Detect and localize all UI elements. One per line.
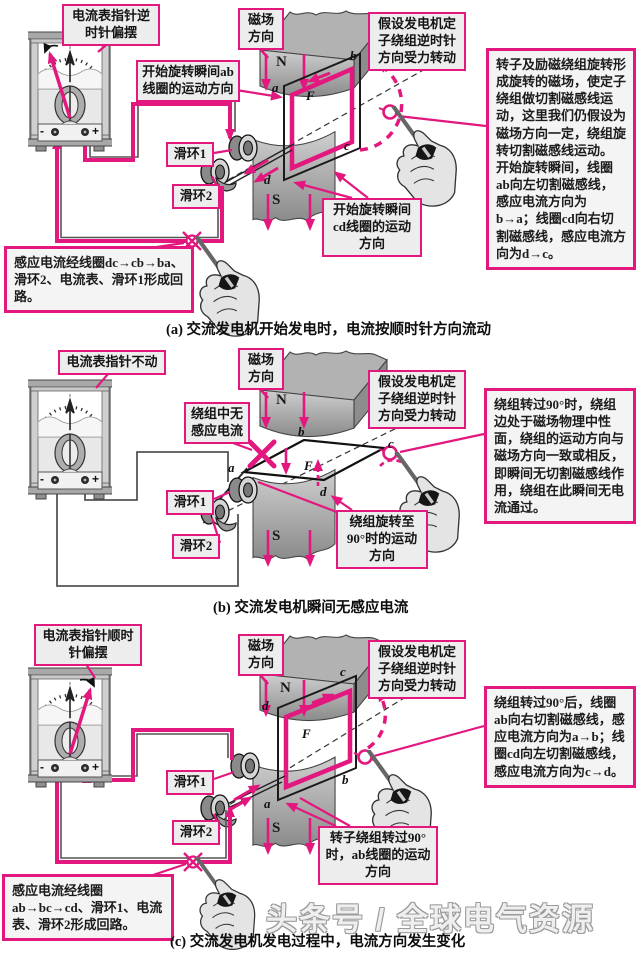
current-loop-note-c: 感应电流经线圈ab→bc→cd、滑环1、电流表、滑环2形成回路。 xyxy=(2,874,174,942)
rotor-motion-label-c: 转子绕组转过90°时，ab线圈的运动方向 xyxy=(318,826,438,885)
caption-b: (b) 交流发电机瞬间无感应电流 xyxy=(213,600,409,616)
pole-n-c: N xyxy=(280,680,291,696)
coil-horizontal-b xyxy=(240,438,388,482)
field-arrows-b xyxy=(255,383,315,567)
ammeter-deflection-label-c: 电流表指针顺时针偏摆 xyxy=(34,624,142,666)
terminal-minus-b: - xyxy=(40,472,44,486)
explanation-note-a: 转子及励磁绕组旋转形成旋转的磁场，使定子绕组做切割磁感线运动，这里我们仍假设为磁… xyxy=(486,48,636,270)
assume-rotation-label-a: 假设发电机定子绕组逆时针方向受力转动 xyxy=(368,12,466,71)
brush-b xyxy=(215,516,237,532)
ab-motion-label-a: 开始旋转瞬间ab线圈的运动方向 xyxy=(136,60,240,102)
field-direction-label-b: 磁场方向 xyxy=(238,348,284,390)
panel-b-art xyxy=(28,350,485,587)
coil-point-b-c: b xyxy=(342,772,349,787)
rotation-axis-c xyxy=(197,675,441,825)
motion-90-label-b: 绕组旋转至90°时的运动方向 xyxy=(336,510,428,569)
needle-deflection-cw-c xyxy=(68,687,93,755)
pole-s-c: S xyxy=(272,820,281,836)
coil-point-c-a: c xyxy=(344,138,350,153)
coil-current-arrow-a xyxy=(307,71,331,83)
coil-point-c-b: c xyxy=(388,436,394,451)
coil-point-b-b: b xyxy=(298,424,305,439)
coil-current-arrow-c xyxy=(311,693,335,705)
no-current-x-mark-b xyxy=(247,439,277,469)
coil-point-d-b: d xyxy=(320,484,327,499)
swing-direction-arrow-c xyxy=(79,676,95,688)
swing-direction-arrow-a xyxy=(43,42,59,54)
coil-point-b-a: b xyxy=(350,48,357,63)
field-direction-label-a: 磁场方向 xyxy=(238,8,284,50)
caption-c: (c) 交流发电机发电过程中，电流方向发生变化 xyxy=(170,934,466,950)
coil-point-c-c: c xyxy=(340,664,346,679)
assume-rotation-label-b: 假设发电机定子绕组逆时针方向受力转动 xyxy=(368,370,466,429)
explanation-note-b: 绕组转过90°时，绕组边处于磁场物理中性面，绕组的运动方向与磁场方向一致或相反，… xyxy=(484,388,636,525)
slip-ring-1-label-b: 滑环1 xyxy=(166,490,214,515)
rotation-arrow-b xyxy=(379,458,404,467)
slip-ring-2-label-a: 滑环2 xyxy=(172,184,220,209)
pole-n-b: N xyxy=(276,392,287,408)
terminal-minus-a: - xyxy=(40,124,44,138)
wires-dark-b xyxy=(56,451,239,587)
wires-current-a xyxy=(52,102,235,243)
no-current-label-b: 绕组中无感应电流 xyxy=(184,402,250,444)
ammeter-deflection-label-b: 电流表指针不动 xyxy=(58,350,166,375)
terminal-minus-c: - xyxy=(40,760,44,774)
needle-deflection-ccw-a xyxy=(47,51,72,119)
slip-ring-1-c xyxy=(230,752,260,780)
stator-frame-c xyxy=(277,674,357,802)
rotation-arrow-c xyxy=(366,689,388,750)
slip-ring-1-label-a: 滑环1 xyxy=(166,142,214,167)
force-label-a: F xyxy=(306,88,315,103)
current-loop-note-a: 感应电流经线圈dc→cb→ba、滑环2、电流表、滑环1形成回路。 xyxy=(4,246,194,314)
force-label-c: F xyxy=(302,726,311,741)
pole-n-a: N xyxy=(276,54,287,70)
ammeter-deflection-label-a: 电流表指针逆时针偏摆 xyxy=(62,4,160,46)
rotation-axis-a xyxy=(195,63,435,199)
slip-ring-1-b xyxy=(228,476,258,504)
wires-dark-a xyxy=(60,100,236,239)
terminal-plus-c: + xyxy=(92,760,100,774)
coil-winding-a xyxy=(289,65,355,172)
field-direction-label-c: 磁场方向 xyxy=(238,634,284,676)
slip-ring-1-label-c: 滑环1 xyxy=(166,770,214,795)
shaft-current-arrow-a2 xyxy=(253,166,279,183)
wires-dark-c xyxy=(60,733,229,859)
coil-point-d-c: d xyxy=(262,698,269,713)
pole-s-b: S xyxy=(272,528,281,544)
watermark: 头条号 / 全球电气资源 xyxy=(266,902,595,937)
shaft-current-arrow-c1 xyxy=(233,784,261,802)
slip-ring-2-label-c: 滑环2 xyxy=(172,820,220,845)
terminal-plus-a: + xyxy=(92,124,100,138)
coil-point-d-a: d xyxy=(264,172,271,187)
coil-point-a-c: a xyxy=(264,796,271,811)
stator-frame-a xyxy=(283,52,361,182)
cd-motion-label-a: 开始旋转瞬间cd线圈的运动方向 xyxy=(322,198,422,257)
explanation-note-c: 绕组转过90°后，线圈ab向右切割磁感线，感应电流方向为a→b；线圈cd向左切割… xyxy=(484,686,636,788)
terminal-plus-b: + xyxy=(92,472,100,486)
pole-s-a: S xyxy=(272,192,281,208)
slip-ring-1-a xyxy=(228,134,258,162)
coil-point-a-b: a xyxy=(228,460,235,475)
rotation-axis-b xyxy=(202,397,459,524)
caption-a: (a) 交流发电机开始发电时，电流按顺时针方向流动 xyxy=(166,322,492,338)
assume-rotation-label-c: 假设发电机定子绕组逆时针方向受力转动 xyxy=(368,640,466,699)
rotation-arrow-a xyxy=(359,62,404,152)
slip-ring-2-label-b: 滑环2 xyxy=(172,534,220,559)
shaft-current-arrow-a1 xyxy=(243,158,269,175)
force-label-b: F xyxy=(304,458,313,473)
coil-point-a-a: a xyxy=(272,80,279,95)
